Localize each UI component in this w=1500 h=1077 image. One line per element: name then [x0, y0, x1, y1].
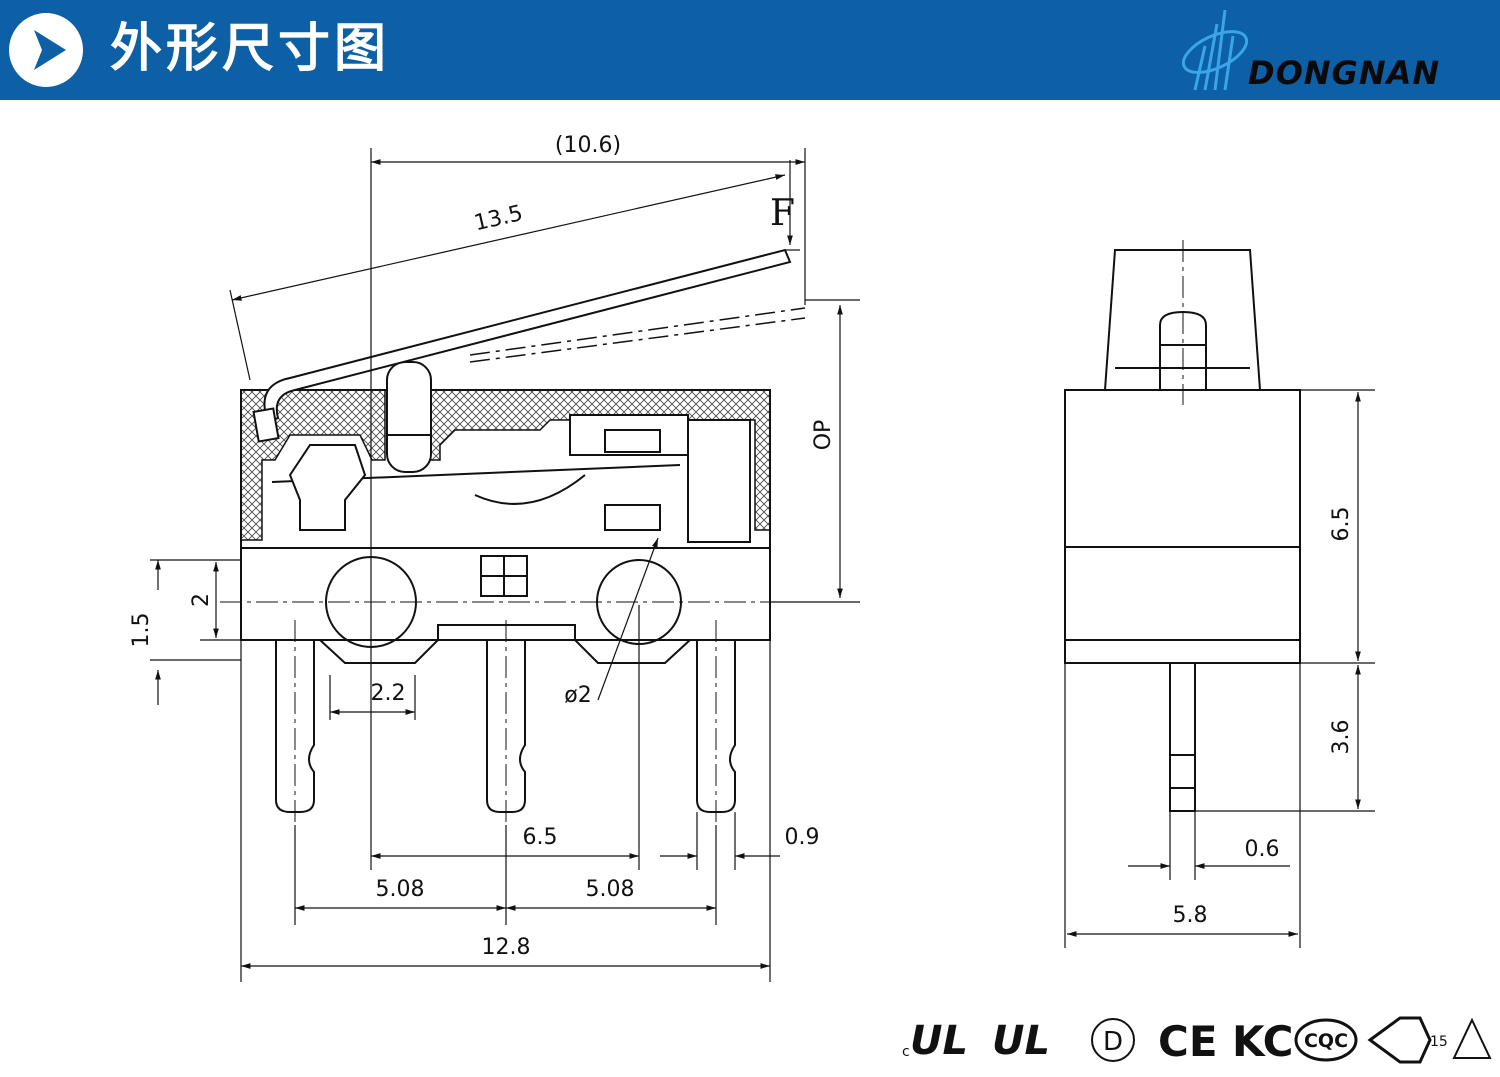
side-view-dimensions: [150, 148, 860, 982]
enec-mark-icon: 15: [1367, 1016, 1448, 1064]
dongnan-logo-icon: [1181, 9, 1249, 91]
dim-body-height: 6.5: [1329, 507, 1354, 542]
dim-body-width: 5.8: [1173, 903, 1208, 928]
enec-number: 15: [1430, 1034, 1448, 1050]
force-label: F: [770, 193, 795, 234]
dim-hole-diameter: ø2: [564, 683, 591, 708]
dim-pitch-right: 5.08: [586, 877, 635, 902]
dim-lever-reach: (10.6): [555, 133, 621, 158]
side-view: [220, 248, 860, 825]
dim-hole-pitch: 6.5: [523, 825, 558, 850]
dim-pin-thickness: 0.6: [1245, 837, 1280, 862]
dim-op: OP: [811, 420, 836, 451]
header-bar: 外形尺寸图 DONGNAN: [0, 0, 1500, 100]
cqc-mark-icon: CQC: [1294, 1018, 1358, 1062]
page-title: 外形尺寸图: [110, 19, 391, 79]
ul-mark-1: UL: [910, 1018, 968, 1064]
d-mark-icon: D: [1091, 1018, 1135, 1062]
ul-recognized-icon: c UL: [902, 1018, 968, 1064]
front-view: [1064, 240, 1301, 812]
dimension-drawing: (10.6) 13.5 F OP 2 1.5 2.2 ø2 6.5 0.9 5.…: [129, 133, 1375, 982]
kc-mark-icon: KC: [1232, 1017, 1293, 1066]
ul-mark-2: UL: [992, 1018, 1050, 1064]
d-mark-letter: D: [1103, 1027, 1123, 1057]
dim-pin-length: 3.6: [1329, 720, 1354, 755]
dim-pin-offset-b: 1.5: [129, 613, 154, 648]
front-view-dimensions: [1064, 389, 1375, 948]
dim-pitch-left: 5.08: [376, 877, 425, 902]
play-icon: [9, 13, 83, 87]
ce-mark-icon: CE: [1158, 1017, 1218, 1066]
brand-name: DONGNAN: [1248, 54, 1441, 92]
side-view-labels: (10.6) 13.5 F OP 2 1.5 2.2 ø2 6.5 0.9 5.…: [129, 133, 836, 960]
dim-pin-offset-a: 2: [189, 593, 214, 607]
front-view-labels: 6.5 3.6 0.6 5.8: [1173, 507, 1355, 929]
ul-recognized-2-icon: UL: [992, 1018, 1050, 1064]
dim-lever-length: 13.5: [472, 201, 525, 236]
certification-marks: c UL UL D CE KC CQC 15: [902, 1016, 1492, 1066]
dim-total-length: 12.8: [482, 935, 531, 960]
ul-c-letter: c: [902, 1044, 910, 1060]
dim-hole-spacing: 2.2: [371, 681, 406, 706]
dim-pin-width: 0.9: [785, 825, 820, 850]
cqc-text: CQC: [1304, 1030, 1348, 1052]
triangle-mark-icon: [1452, 1017, 1492, 1059]
